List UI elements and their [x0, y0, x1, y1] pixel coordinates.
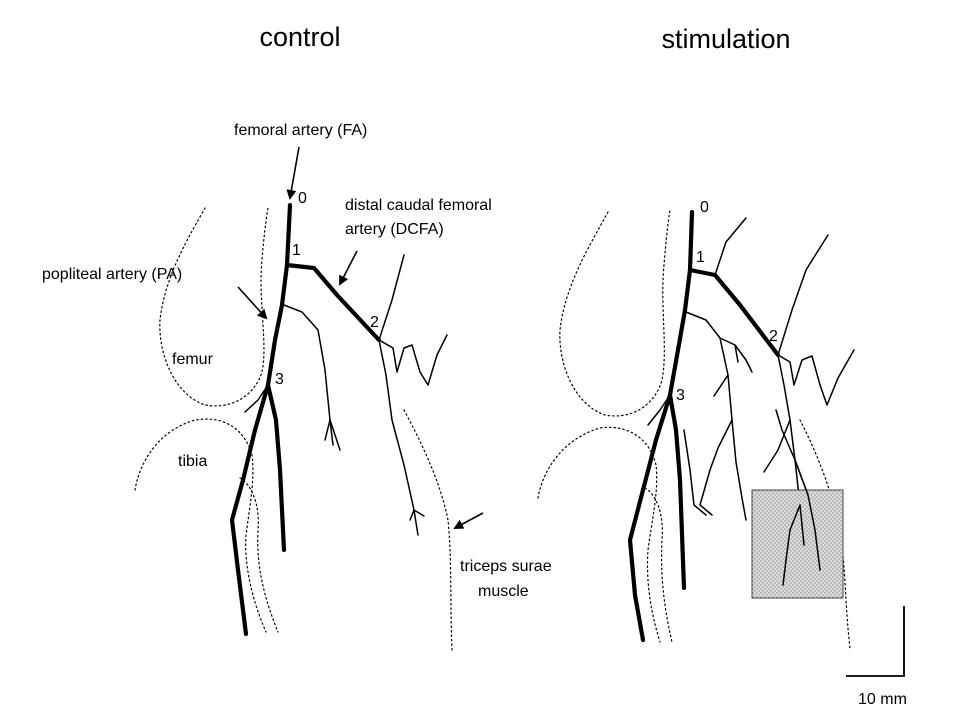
branch-right-control [378, 334, 448, 386]
branch-mid-twig-stim [719, 337, 753, 373]
panel-title-control: control [259, 22, 340, 52]
branch-right-stim [777, 349, 855, 406]
dcfa-stim [687, 267, 781, 358]
label-triceps-line2: muscle [478, 583, 529, 600]
label-triceps-line1: triceps surae [460, 558, 552, 575]
branch-mid-stim [685, 311, 747, 521]
arrow-triceps-surae [453, 512, 484, 529]
scale-bar: 10 mm [846, 606, 907, 708]
label-tibia: tibia [178, 453, 207, 470]
femoral-artery-stim [687, 209, 695, 273]
branch-number-2-control: 2 [370, 314, 379, 331]
branch-upper-control [378, 254, 405, 341]
dcfa-control [284, 262, 382, 343]
branch-mesh-e-stim [775, 409, 796, 461]
control-panel: 0 1 2 3 femoral artery (FA) distal cauda… [42, 122, 552, 651]
popliteal-artery-stim [627, 267, 693, 643]
femoral-artery-control [284, 202, 293, 268]
label-femur: femur [172, 351, 214, 368]
branch-in-box-stim [782, 459, 821, 586]
branch-number-0-stim: 0 [700, 199, 709, 216]
branch-mesh-a-stim [763, 419, 791, 473]
label-femoral-artery: femoral artery (FA) [234, 122, 367, 139]
arrow-dcfa [339, 250, 358, 286]
branch-upper-right-stim [777, 234, 829, 356]
femur-outline [159, 207, 269, 407]
branch-twig-a-control [409, 509, 425, 521]
branch-number-1-control: 1 [292, 242, 301, 259]
branch-knee-stim [647, 394, 671, 426]
region-of-interest-box [751, 489, 844, 599]
popliteal-branch-control [265, 382, 287, 553]
branch-number-1-stim: 1 [696, 249, 705, 266]
branch-number-3-control: 3 [275, 371, 284, 388]
branch-number-3-stim: 3 [676, 387, 685, 404]
triceps-surae-outline [403, 409, 453, 651]
branch-twig-b-control [324, 419, 341, 451]
scale-bar-label: 10 mm [858, 691, 907, 708]
femur-outline-stim [559, 209, 671, 417]
arrow-femoral-artery [286, 146, 300, 200]
label-dcfa-line1: distal caudal femoral [345, 197, 492, 214]
branch-number-0-control: 0 [298, 190, 307, 207]
tibia-outline-stim [537, 426, 661, 643]
stimulation-panel: 0 1 2 3 [537, 199, 855, 649]
tibia-inner-outline [239, 477, 279, 633]
panel-title-stimulation: stimulation [661, 24, 790, 54]
arrow-popliteal-artery [237, 286, 268, 320]
label-popliteal-artery: popliteal artery (PA) [42, 266, 182, 283]
tibia-inner-outline-stim [644, 487, 673, 643]
tibia-outline [134, 418, 267, 633]
branch-knee-control [244, 384, 269, 413]
popliteal-branch-stim [667, 392, 687, 591]
scale-bar-lines [846, 606, 905, 677]
branch-mid-control [283, 304, 334, 446]
branch-upper-left-stim [714, 217, 747, 276]
popliteal-artery-control [229, 262, 290, 637]
branch-descending-control [378, 339, 419, 536]
branch-mid2-stim [683, 429, 707, 516]
label-dcfa-line2: artery (DCFA) [345, 221, 444, 238]
branch-number-2-stim: 2 [769, 328, 778, 345]
branch-left-twig-stim [699, 374, 733, 516]
